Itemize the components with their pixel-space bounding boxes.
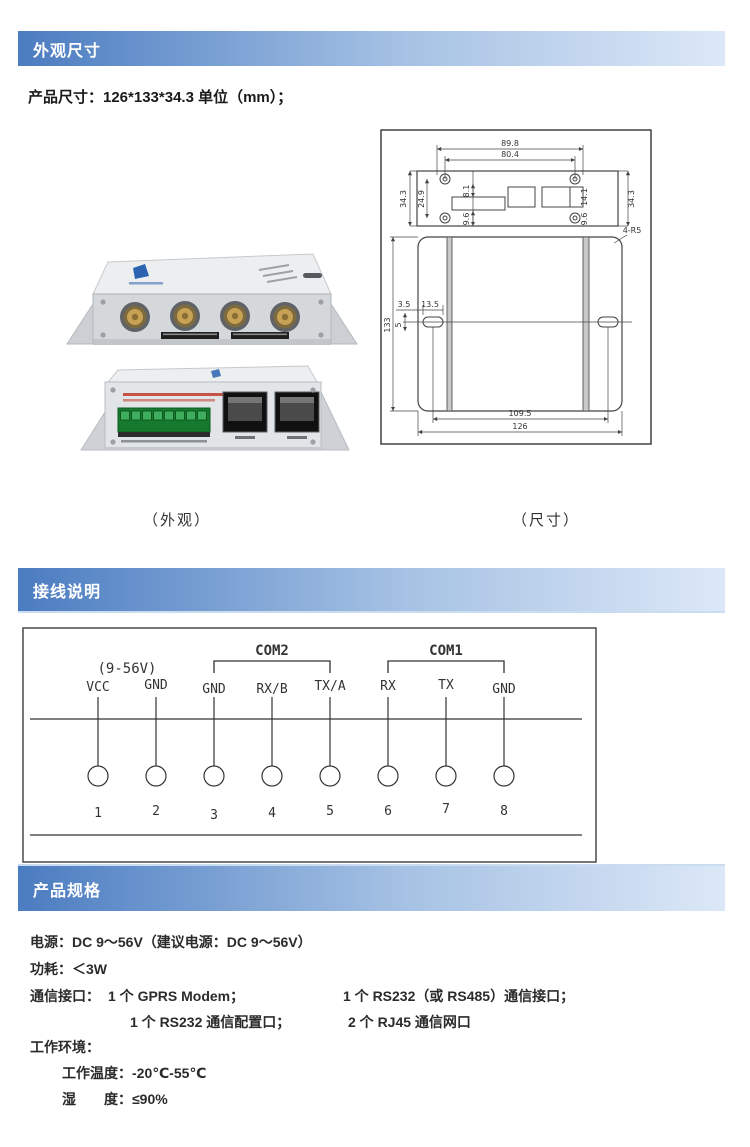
- spec-comm-4: 2 个 RJ45 通信网口: [348, 1014, 471, 1030]
- svg-text:TX/A: TX/A: [314, 679, 345, 694]
- dim-label-8-1: 8.1: [462, 185, 471, 198]
- dim-label-89-8: 89.8: [501, 139, 519, 148]
- dim-label-80-4: 80.4: [501, 150, 519, 159]
- svg-text:7: 7: [442, 802, 450, 817]
- dim-label-9-6-left: 9.6: [462, 213, 471, 226]
- com2-bracket: [213, 660, 331, 673]
- mount-flange-right-rear: [320, 391, 350, 451]
- dim-label-133: 133: [383, 317, 392, 332]
- mount-flange-left: [66, 302, 94, 345]
- spec-env-label: 工作环境：: [30, 1039, 100, 1055]
- product-size-text: 产品尺寸：126*133*34.3 单位（mm）；: [28, 89, 293, 106]
- wiring-diagram: COM2 COM1 (9-56V) VCC 1 GND 2 GND 3 R: [22, 627, 597, 863]
- dim-label-3-5: 3.5: [398, 300, 411, 309]
- device-photo-front: [66, 253, 358, 345]
- dim-label-5: 5: [394, 322, 403, 327]
- sim-slot-1: [161, 332, 219, 339]
- terminal-column-1: VCC 1: [86, 680, 109, 821]
- rj45-port-eth0: [222, 391, 268, 433]
- terminal-column-5: TX/A 5: [314, 679, 345, 819]
- sma-antenna-connectors: [120, 301, 300, 332]
- device-photo-rear: [80, 365, 350, 451]
- section-title-appearance: 外观尺寸: [33, 42, 102, 60]
- dim-label-126: 126: [512, 422, 527, 431]
- spec-temperature: 工作温度：-20℃-55℃: [62, 1065, 207, 1081]
- svg-text:GND: GND: [144, 678, 168, 693]
- dim-label-14-1: 14.1: [580, 188, 589, 206]
- section-header-specs: 产品规格: [18, 864, 725, 911]
- mount-flange-right: [330, 302, 358, 345]
- svg-text:1: 1: [94, 806, 102, 821]
- dim-label-13-5: 13.5: [421, 300, 439, 309]
- dim-label-4-r5: 4-R5: [623, 226, 642, 235]
- svg-text:RX: RX: [380, 679, 396, 694]
- svg-text:3: 3: [210, 808, 218, 823]
- product-photos-illustration: [66, 253, 358, 451]
- caption-dims: （尺寸）: [512, 512, 581, 529]
- spec-comm-3: 1 个 RS232 通信配置口；: [130, 1014, 291, 1030]
- svg-text:GND: GND: [202, 682, 226, 697]
- mount-flange-left-rear: [80, 410, 106, 451]
- dim-label-24-9: 24.9: [417, 190, 426, 208]
- section-header-appearance: 外观尺寸: [18, 31, 725, 66]
- terminal-column-6: RX 6: [377, 679, 399, 819]
- svg-text:2: 2: [152, 804, 160, 819]
- dim-label-34-3-left: 34.3: [399, 190, 408, 208]
- terminal-column-2: GND 2: [144, 678, 168, 819]
- svg-text:4: 4: [268, 806, 276, 821]
- spec-comm-1: 1 个 GPRS Modem；: [108, 988, 245, 1004]
- spec-comm-2: 1 个 RS232（或 RS485）通信接口；: [343, 988, 575, 1004]
- spec-comm-line1-left: 通信接口： 1 个 GPRS Modem；: [30, 986, 244, 1006]
- dimension-drawing: 89.8 80.4 34.3 24.9 8.1 9.6 14.1 9.6 34.…: [380, 129, 652, 445]
- section-title-wiring: 接线说明: [33, 583, 102, 601]
- rj45-port-eth1: [274, 391, 320, 433]
- com1-bracket: [387, 660, 505, 673]
- com2-label: COM2: [255, 643, 289, 659]
- com1-label: COM1: [429, 643, 463, 659]
- red-print-line: [123, 393, 241, 396]
- terminal-block-green: [117, 407, 211, 437]
- brand-logo-mark: [133, 264, 149, 279]
- dim-label-9-6-right: 9.6: [580, 213, 589, 226]
- svg-text:RX/B: RX/B: [256, 682, 287, 697]
- spec-comm-label: 通信接口：: [30, 988, 100, 1004]
- terminal-column-8: GND 8: [492, 682, 516, 819]
- spec-consumption: 功耗：＜3W: [30, 961, 107, 977]
- svg-text:VCC: VCC: [86, 680, 109, 695]
- caption-photo: （外观）: [143, 512, 212, 529]
- svg-text:8: 8: [500, 804, 508, 819]
- svg-text:GND: GND: [492, 682, 516, 697]
- sim-eject-slot: [303, 273, 322, 278]
- dim-label-109-5: 109.5: [509, 409, 532, 418]
- terminal-column-7: TX 7: [435, 678, 457, 817]
- svg-text:5: 5: [326, 804, 334, 819]
- sim-slot-2: [231, 332, 289, 339]
- section-header-wiring: 接线说明: [18, 568, 725, 613]
- voltage-label: (9-56V): [97, 661, 156, 677]
- dim-label-34-3-right: 34.3: [627, 190, 636, 208]
- terminal-column-4: RX/B 4: [256, 682, 287, 821]
- spec-humidity: 湿 度：≤90%: [62, 1091, 168, 1107]
- terminal-column-3: GND 3: [202, 682, 226, 823]
- section-title-specs: 产品规格: [33, 882, 102, 900]
- svg-text:TX: TX: [438, 678, 454, 693]
- svg-text:6: 6: [384, 804, 392, 819]
- spec-power: 电源：DC 9～56V（建议电源：DC 9～56V）: [30, 934, 312, 950]
